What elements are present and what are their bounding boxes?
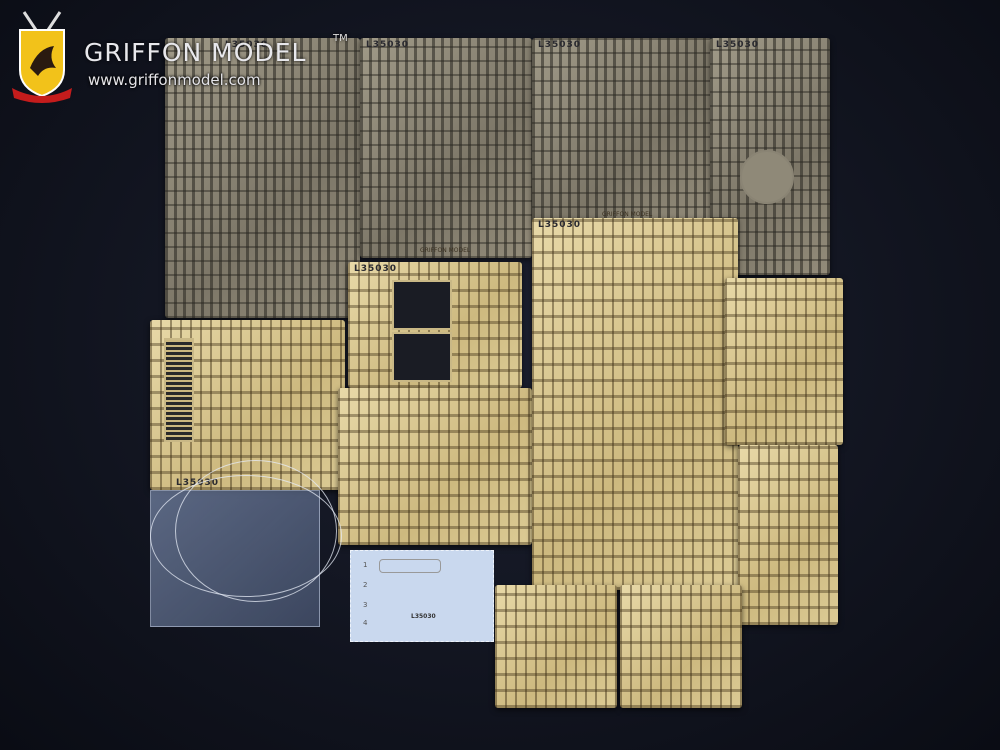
sheet-code: L35030 (225, 40, 269, 50)
decal-number: 3 (363, 601, 368, 609)
sheet-code: L35030 (354, 264, 398, 274)
brand-name: GRIFFON MODEL (84, 38, 307, 67)
website-url: www.griffonmodel.com (88, 71, 261, 89)
photo-etch-sheet-brass-4: L35030 (532, 218, 738, 590)
photo-etch-sheet-brass-6 (738, 445, 838, 625)
photo-etch-sheet-steel-1: L35030 (165, 38, 360, 318)
wire (175, 460, 337, 602)
sheet-maker: GRIFFON MODEL (420, 247, 471, 254)
decal-sheet: 1 2 3 4 L35030 (350, 550, 494, 642)
trademark: TM (333, 33, 348, 44)
decal-number: 2 (363, 581, 368, 589)
sheet-code: L35030 (538, 220, 582, 230)
sheet-code: L35030 (538, 40, 582, 50)
sheet-code: L35030 (716, 40, 760, 50)
photo-etch-sheet-brass-2: L35030 (348, 262, 522, 388)
photo-etch-sheet-brass-7 (495, 585, 617, 708)
decal-number: 1 (363, 561, 368, 569)
sheet-maker: GRIFFON MODEL (602, 211, 653, 218)
photo-etch-sheet-brass-3 (338, 388, 532, 545)
griffon-logo (10, 8, 74, 104)
sheet-code: L35030 (366, 40, 410, 50)
photo-etch-sheet-brass-5 (725, 278, 843, 445)
decal-code: L35030 (411, 613, 436, 620)
photo-etch-sheet-brass-8 (620, 585, 742, 708)
decal-number: 4 (363, 619, 368, 627)
